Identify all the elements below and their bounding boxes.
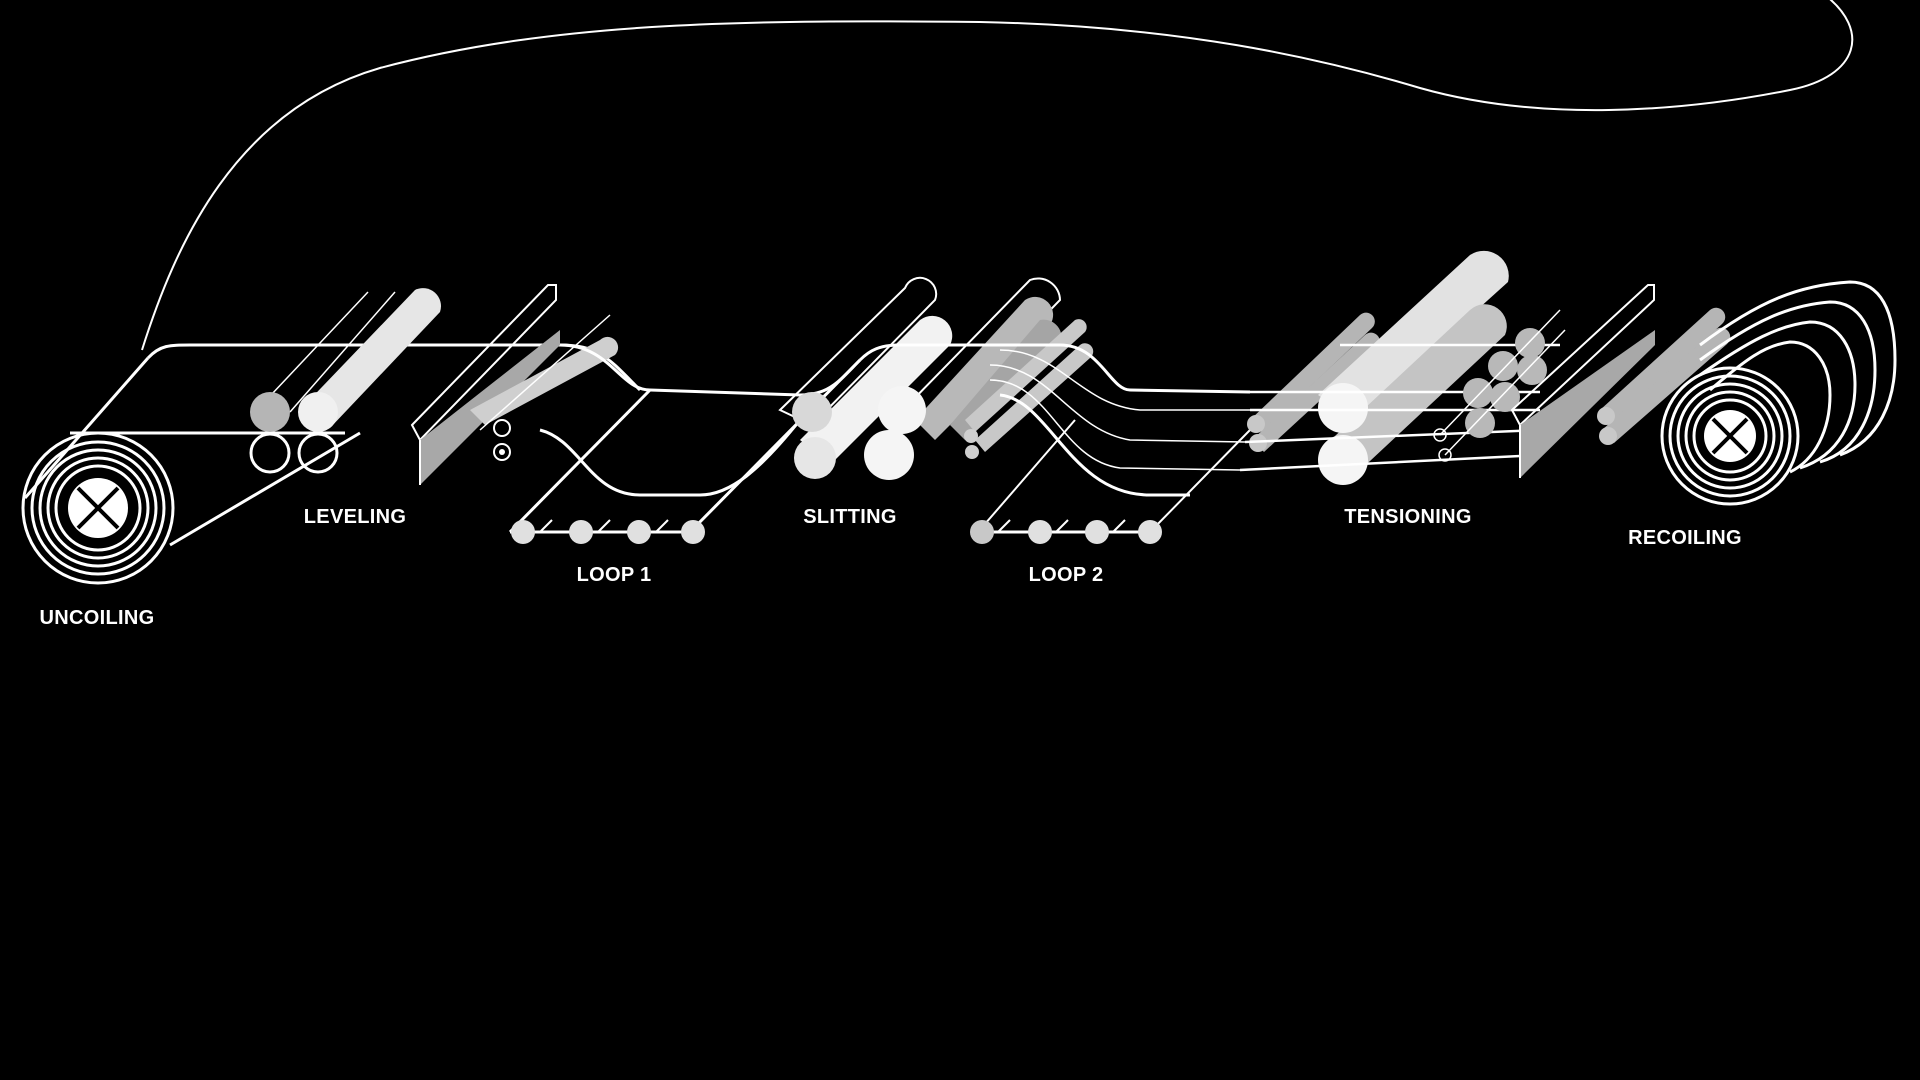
slitting-strip (858, 343, 1251, 394)
uncoiling-cross-icon (76, 486, 120, 530)
recoiling-guide-plate (1510, 284, 1731, 478)
slitting-knives (778, 276, 1094, 480)
stage-label-leveling: LEVELING (303, 506, 407, 528)
loop1-support-rollers (511, 519, 705, 544)
uncoiling-coil (21, 431, 175, 585)
return-wire-curve (141, 0, 1854, 351)
tensioning-rollers (1247, 250, 1509, 485)
stage-label-recoiling: RECOILING (1628, 527, 1742, 549)
loop2-support-rollers (970, 519, 1162, 544)
stage-label-loop2: LOOP 2 (1028, 564, 1104, 586)
leveling-guide-plate (410, 284, 619, 485)
recoiling-cross-icon (1711, 417, 1749, 455)
recoiling-coil (1660, 280, 1897, 506)
leveling-rollers (249, 288, 441, 474)
stage-label-loop1: LOOP 1 (576, 564, 652, 586)
stage-label-slitting: SLITTING (803, 506, 897, 528)
stage-label-tensioning: TENSIONING (1344, 506, 1472, 528)
loop1-strip (508, 343, 862, 534)
tensioning-guide-cluster (1433, 309, 1566, 462)
stage-label-uncoiling: UNCOILING (39, 607, 155, 629)
loop2-strips (977, 349, 1251, 534)
